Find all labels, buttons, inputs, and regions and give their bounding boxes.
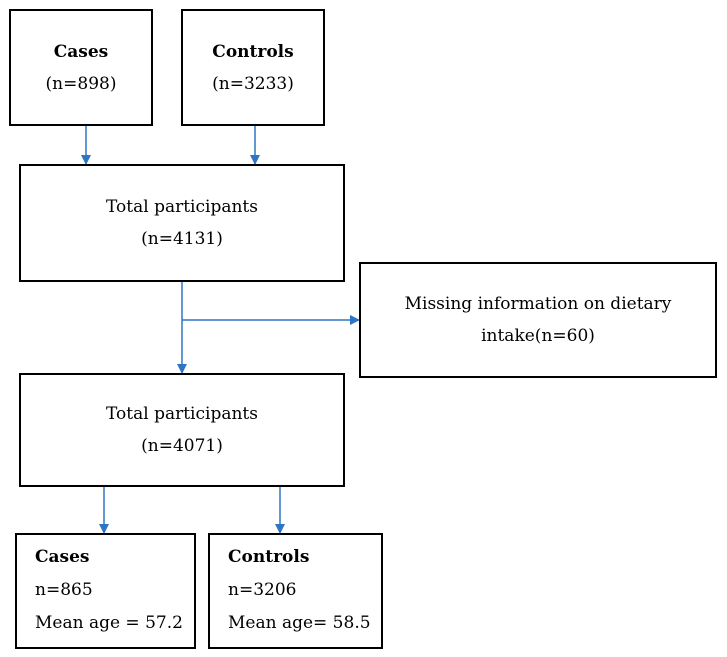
controls-initial-count: (n=3233) [212,73,294,94]
controls-final-count: n=3206 [228,580,297,600]
cases-final-count: n=865 [35,580,93,600]
excluded-line-2: intake(n=60) [481,326,595,346]
cases-final-age: Mean age = 57.2 [35,613,183,633]
total-participants-final-box: Total participants (n=4071) [19,373,345,487]
excluded-box: Missing information on dietary intake(n=… [359,262,717,378]
controls-final-title: Controls [228,547,310,567]
controls-initial-box: Controls (n=3233) [181,9,325,126]
cases-initial-title: Cases [53,41,109,62]
total-participants-box: Total participants (n=4131) [19,164,345,282]
total-participants-final-count: (n=4071) [141,436,223,456]
cases-initial-box: Cases (n=898) [9,9,153,126]
cases-final-title: Cases [35,547,90,567]
controls-initial-title: Controls [212,41,294,62]
total-participants-count: (n=4131) [141,229,223,249]
cases-final-box: Cases n=865 Mean age = 57.2 [15,533,196,649]
total-participants-final-title: Total participants [106,404,258,424]
controls-final-box: Controls n=3206 Mean age= 58.5 [208,533,383,649]
excluded-line-1: Missing information on dietary [404,294,672,314]
total-participants-title: Total participants [106,197,258,217]
controls-final-age: Mean age= 58.5 [228,613,371,633]
cases-initial-count: (n=898) [45,73,117,94]
